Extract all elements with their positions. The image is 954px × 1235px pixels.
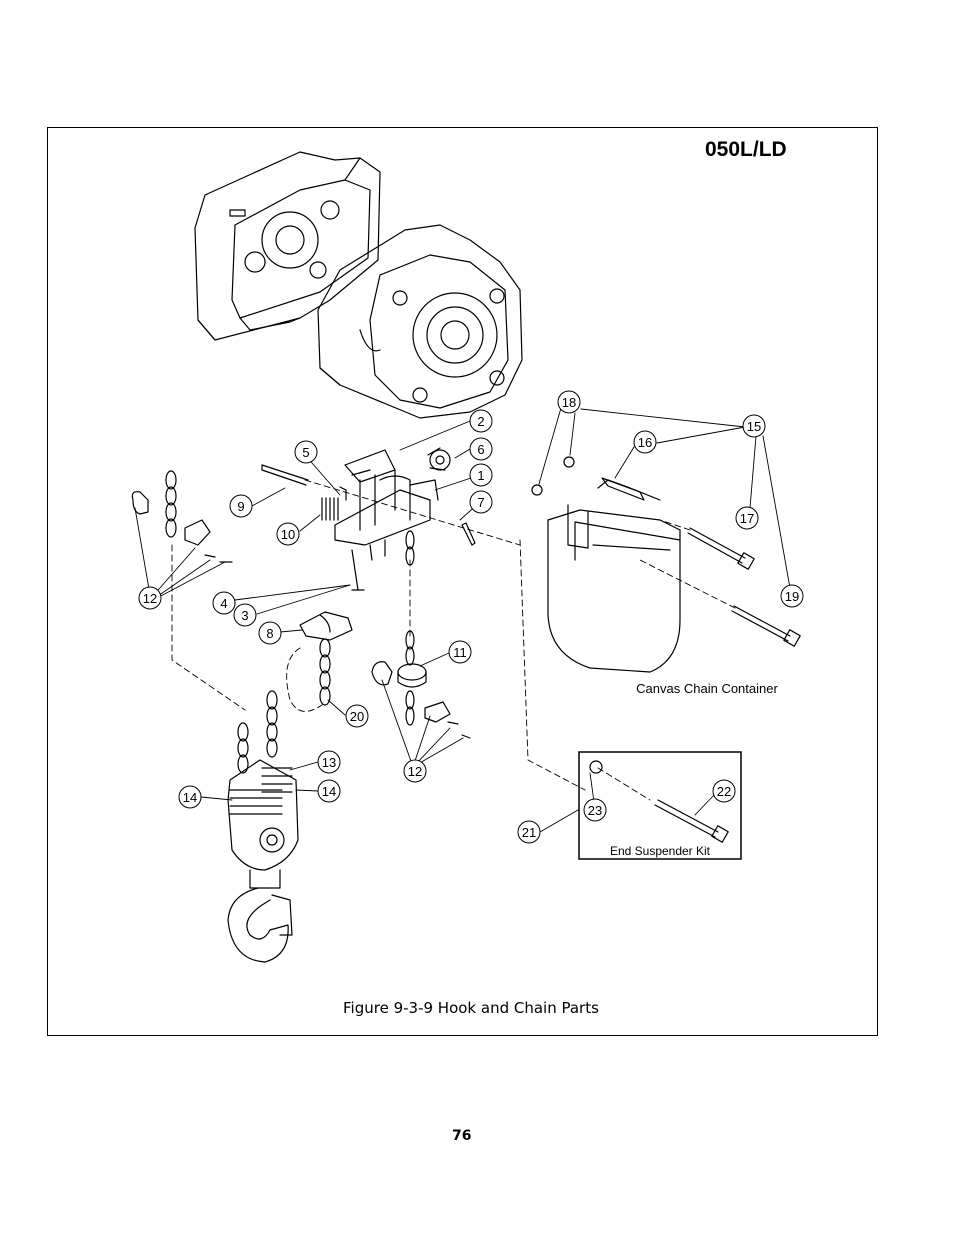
callout-8: 8 <box>266 626 273 641</box>
model-title: 050L/LD <box>705 138 787 161</box>
callout-20: 20 <box>350 709 364 724</box>
hook-block <box>227 690 299 963</box>
callout-12a: 12 <box>143 591 157 606</box>
callout-17: 17 <box>740 511 754 526</box>
callout-1b: 1 <box>477 468 484 483</box>
callout-21: 21 <box>522 825 536 840</box>
pin-and-spring <box>261 464 347 521</box>
callout-23: 23 <box>588 803 602 818</box>
callout-3: 3 <box>241 608 248 623</box>
callout-14a: 14 <box>183 790 197 805</box>
callout-16: 16 <box>638 435 652 450</box>
callout-11: 11 <box>453 645 467 660</box>
chain-guide-assembly <box>299 447 476 641</box>
callout-14b: 14 <box>322 784 336 799</box>
canvas-container-label: Canvas Chain Container <box>636 681 778 696</box>
end-suspender-kit-box <box>578 751 742 860</box>
callout-1: 2 <box>477 414 484 429</box>
end-suspender-kit-label: End Suspender Kit <box>610 844 711 858</box>
callout-19: 19 <box>785 589 799 604</box>
end-suspender-parts <box>589 760 729 843</box>
callout-9: 9 <box>237 499 244 514</box>
gear-case-front <box>317 224 523 419</box>
callout-7: 7 <box>477 495 484 510</box>
callout-10: 10 <box>281 527 295 542</box>
bolts <box>687 527 801 647</box>
callout-13: 13 <box>322 755 336 770</box>
gear-case-rear <box>194 151 381 341</box>
figure-caption: Figure 9-3-9 Hook and Chain Parts <box>343 999 599 1017</box>
callout-12b: 12 <box>408 764 422 779</box>
chain-center <box>371 530 471 739</box>
chain-left <box>131 470 233 563</box>
callout-15: 15 <box>747 419 761 434</box>
callout-18: 18 <box>562 395 576 410</box>
figure-frame <box>47 127 878 1036</box>
page-number: 76 <box>452 1128 472 1144</box>
callout-22: 22 <box>717 784 731 799</box>
chain-20 <box>319 638 331 706</box>
canvas-container <box>531 456 681 673</box>
callout-6: 6 <box>477 442 484 457</box>
callout-5: 5 <box>302 445 309 460</box>
callout-4: 4 <box>220 596 227 611</box>
